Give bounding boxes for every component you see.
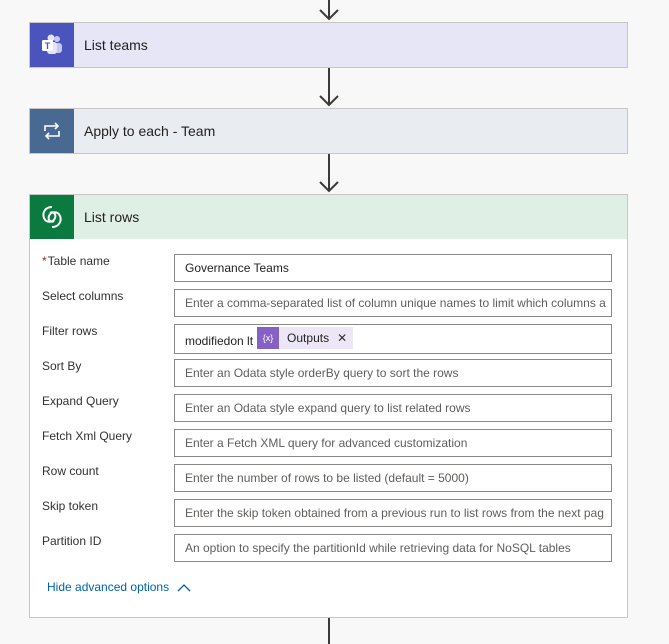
close-icon[interactable]: ✕: [337, 331, 348, 345]
filter-rows-input[interactable]: modifiedon lt {x} Outputs ✕: [174, 324, 612, 354]
field-label: Sort By: [42, 359, 82, 373]
field-label: Row count: [42, 464, 99, 478]
partition-id-input[interactable]: An option to specify the partitionId whi…: [174, 534, 612, 562]
connector-arrow-icon: [319, 9, 339, 21]
step-title: Apply to each - Team: [84, 123, 216, 139]
field-select-columns: Select columns Enter a comma-separated l…: [42, 289, 614, 319]
step-title: List rows: [84, 209, 140, 225]
teams-icon: T: [30, 23, 74, 67]
hide-advanced-options-label: Hide advanced options: [47, 580, 170, 594]
field-label: *Table name: [42, 254, 110, 268]
required-marker: *: [42, 254, 47, 268]
svg-text:T: T: [45, 41, 51, 51]
field-label: Select columns: [42, 289, 124, 303]
field-label: Partition ID: [42, 534, 102, 548]
row-count-input[interactable]: Enter the number of rows to be listed (d…: [174, 464, 612, 492]
field-sort-by: Sort By Enter an Odata style orderBy que…: [42, 359, 614, 389]
field-label: Fetch Xml Query: [42, 429, 133, 443]
field-filter-rows: Filter rows modifiedon lt {x} Outputs ✕: [42, 324, 614, 354]
step-card-list-teams[interactable]: T List teams: [29, 22, 628, 68]
step-card-apply-to-each[interactable]: Apply to each - Team: [29, 108, 628, 154]
sort-by-input[interactable]: Enter an Odata style orderBy query to so…: [174, 359, 612, 387]
expand-query-input[interactable]: Enter an Odata style expand query to lis…: [174, 394, 612, 422]
chevron-up-icon: [177, 583, 191, 591]
field-label: Expand Query: [42, 394, 119, 408]
field-label: Filter rows: [42, 324, 98, 338]
connector-arrow-icon: [319, 95, 339, 107]
connector-arrow-icon: [319, 181, 339, 193]
field-partition-id: Partition ID An option to specify the pa…: [42, 534, 614, 564]
field-expand-query: Expand Query Enter an Odata style expand…: [42, 394, 614, 424]
field-skip-token: Skip token Enter the skip token obtained…: [42, 499, 614, 529]
token-label: Outputs: [287, 331, 330, 345]
step-title: List teams: [84, 37, 148, 53]
step-card-list-rows[interactable]: List rows *Table name Governance Teams S…: [29, 194, 628, 618]
field-row-count: Row count Enter the number of rows to be…: [42, 464, 614, 494]
fetch-xml-query-input[interactable]: Enter a Fetch XML query for advanced cus…: [174, 429, 612, 457]
field-table-name: *Table name Governance Teams: [42, 254, 614, 284]
field-fetch-xml-query: Fetch Xml Query Enter a Fetch XML query …: [42, 429, 614, 459]
connector-line: [328, 68, 330, 104]
dynamic-content-token[interactable]: {x} Outputs ✕: [257, 327, 354, 349]
filter-expression-text: modifiedon lt: [185, 334, 254, 348]
connector-line: [328, 618, 330, 644]
select-columns-input[interactable]: Enter a comma-separated list of column u…: [174, 289, 612, 317]
step-header[interactable]: Apply to each - Team: [30, 109, 627, 153]
field-label: Skip token: [42, 499, 99, 513]
connector-line: [328, 154, 330, 190]
loop-icon: [30, 109, 74, 153]
hide-advanced-options-link[interactable]: Hide advanced options: [47, 580, 191, 594]
dataverse-icon: [30, 195, 74, 239]
step-header[interactable]: List rows: [30, 195, 627, 239]
table-name-input[interactable]: Governance Teams: [174, 254, 612, 282]
connector-line: [328, 0, 330, 18]
step-header[interactable]: T List teams: [30, 23, 627, 67]
expression-icon: {x}: [257, 327, 280, 349]
skip-token-input[interactable]: Enter the skip token obtained from a pre…: [174, 499, 612, 527]
